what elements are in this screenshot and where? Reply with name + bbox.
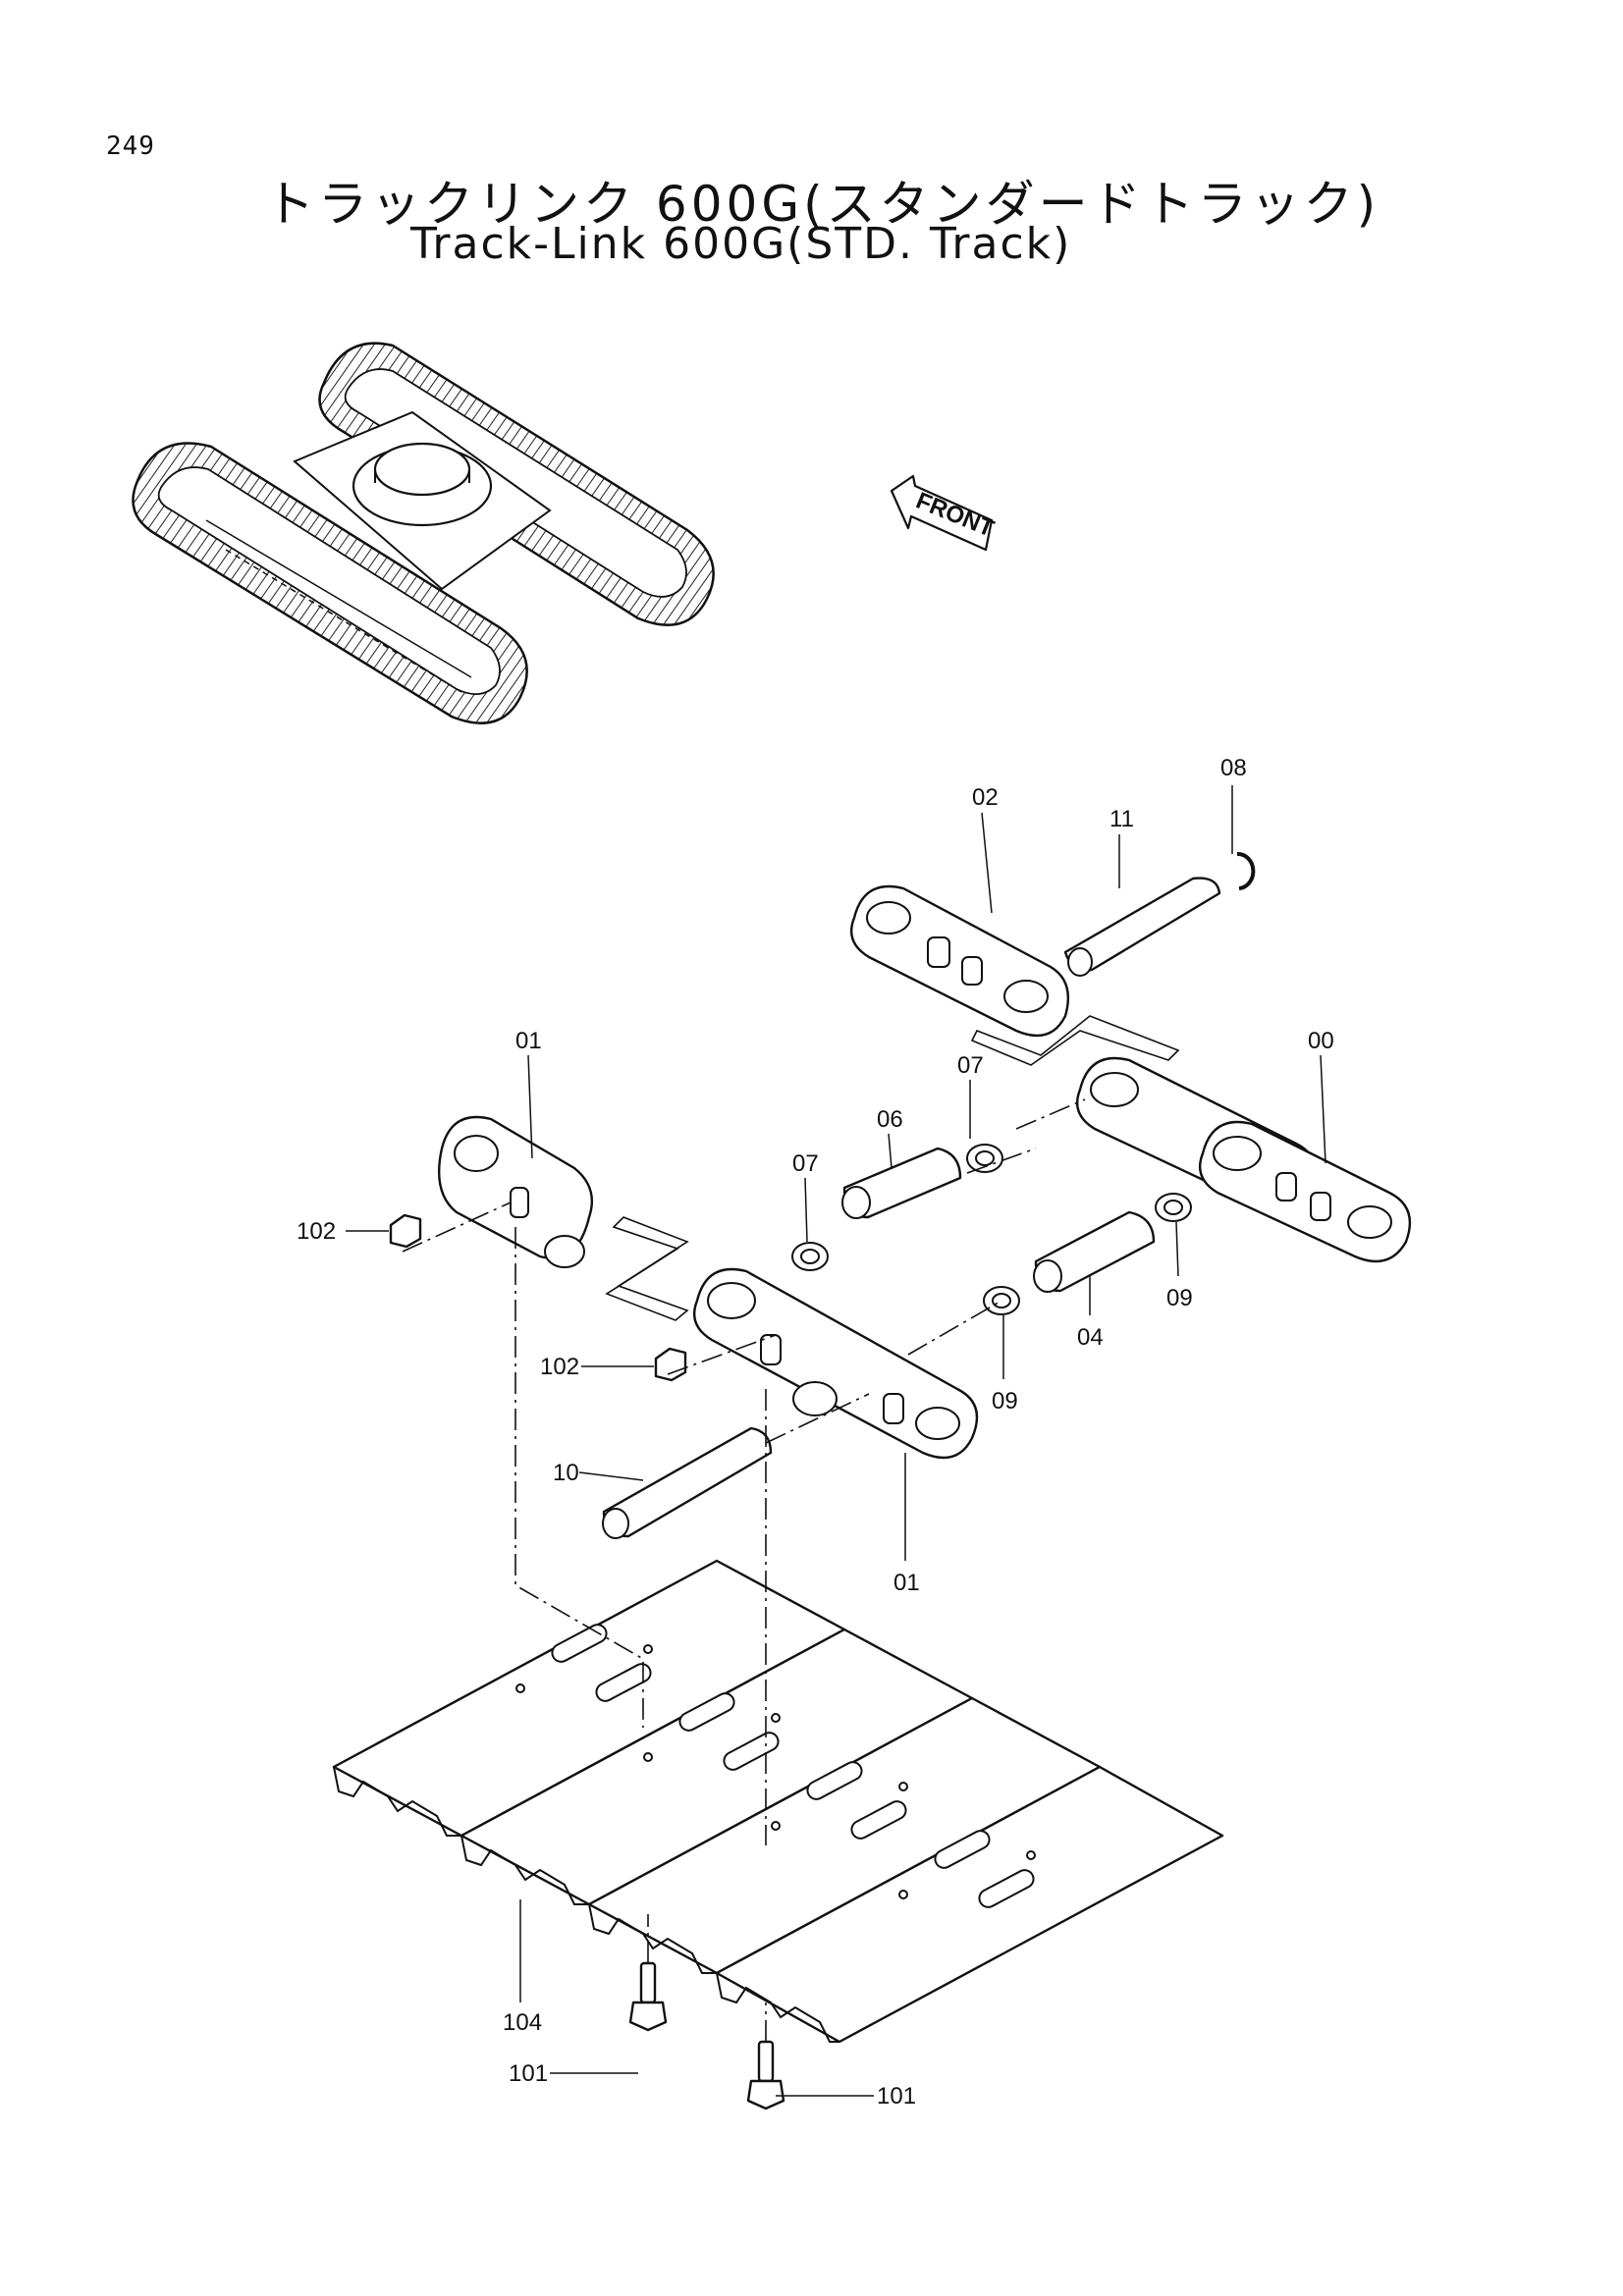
callout-09-right: 09: [1166, 1285, 1193, 1311]
seal-07-lower: [791, 1242, 829, 1271]
callout-11: 11: [1109, 806, 1134, 832]
callout-08: 08: [1220, 755, 1247, 781]
callout-06: 06: [877, 1106, 903, 1133]
seal-09-left: [983, 1286, 1020, 1315]
callout-01-lower: 01: [893, 1570, 920, 1596]
snap-ring-08: [1236, 851, 1256, 890]
title-japanese: トラックリンク 600G(スタンダードトラック): [265, 176, 1380, 233]
callout-01-upper: 01: [515, 1028, 542, 1054]
callout-07-lower: 07: [792, 1150, 819, 1177]
callout-104: 104: [503, 2009, 542, 2036]
link-02: [849, 884, 1070, 1038]
callout-102-upper: 102: [297, 1218, 336, 1245]
callout-07-upper: 07: [957, 1052, 984, 1079]
track-shoe-assembly: [332, 1559, 1224, 2044]
pin-11: [1063, 877, 1221, 977]
link-01-lower: [692, 1267, 979, 1460]
bolt-101-right: [746, 2040, 785, 2110]
seal-09-right: [1155, 1193, 1192, 1222]
page-number: 249: [106, 132, 155, 161]
link-00: [1075, 1056, 1412, 1263]
assembly-lines: [402, 1098, 1086, 2042]
bushing-04: [1033, 1210, 1156, 1293]
seal-07-upper: [966, 1144, 1003, 1173]
callout-09-left: 09: [992, 1388, 1018, 1415]
callout-04: 04: [1077, 1324, 1104, 1351]
nut-102-lower: [654, 1347, 687, 1382]
callout-101-right: 101: [877, 2083, 916, 2109]
pin-10: [602, 1426, 773, 1539]
front-direction-arrow: FRONT: [890, 474, 998, 552]
callout-101-left: 101: [509, 2060, 548, 2087]
bolt-101-left: [628, 1961, 668, 2032]
nut-102-upper: [389, 1213, 422, 1249]
callout-10: 10: [553, 1460, 579, 1486]
link-01-upper: [438, 1115, 594, 1268]
title-english: Track-Link 600G(STD. Track): [410, 219, 1072, 269]
callout-labels: 08 02 11 01 00 07 06 07 102 09 04 102 09…: [297, 755, 1334, 2109]
callout-102-lower: 102: [540, 1354, 579, 1380]
leader-lines: [346, 785, 1326, 2097]
bushing-06: [841, 1147, 962, 1219]
callout-00: 00: [1308, 1028, 1334, 1054]
undercarriage-overview: [132, 342, 715, 724]
callout-02: 02: [972, 784, 999, 811]
